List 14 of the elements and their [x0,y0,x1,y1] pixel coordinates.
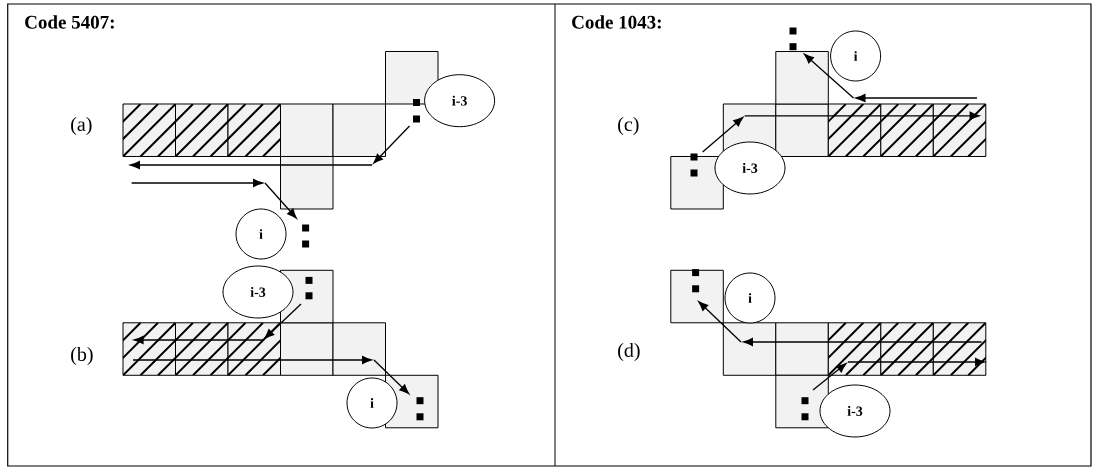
label-oval: i [235,208,287,260]
label-oval: i [830,30,882,82]
label-oval: i-3 [222,265,294,319]
label-oval: i [724,272,776,324]
panel-label: (c) [618,116,639,136]
panel-title: Code 1043: [572,15,661,29]
panel-label: (b) [71,346,93,366]
label-oval: i-3 [714,141,786,195]
panel-label: (d) [618,342,640,362]
panel-title: Code 5407: [25,15,114,29]
label-oval: i-3 [424,74,496,128]
label-oval: i-3 [819,384,891,438]
label-oval: i [346,377,398,429]
panel-label: (a) [71,116,92,136]
